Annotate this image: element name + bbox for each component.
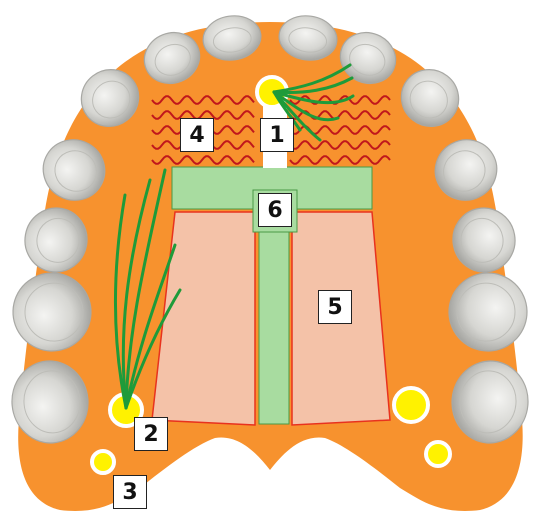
label-4: 4 (180, 118, 214, 152)
label-1: 1 (260, 118, 294, 152)
right-lesser-palatine-foramen (426, 442, 450, 466)
appliance-midline-bar (259, 212, 289, 424)
right-greater-palatine-foramen (394, 388, 428, 422)
label-2: 2 (134, 417, 168, 451)
label-6: 6 (258, 193, 292, 227)
label-3: 3 (113, 475, 147, 509)
label-5: 5 (318, 290, 352, 324)
left-lesser-palatine-foramen (92, 451, 114, 473)
